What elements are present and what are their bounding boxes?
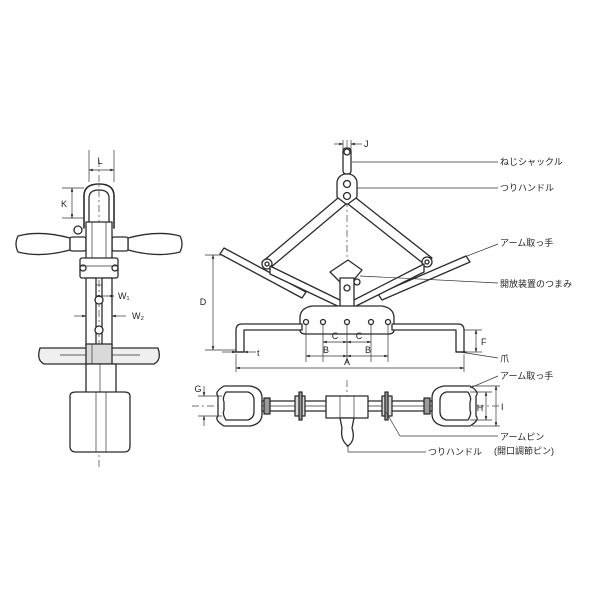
left-claw — [235, 323, 303, 353]
lifting-handle-ring — [336, 173, 358, 205]
dim-label-L: L — [97, 156, 102, 166]
label-tsuri-handle-top: つりハンドル — [500, 183, 554, 193]
dim-label-C-right: C — [356, 331, 363, 341]
dim-label-D: D — [200, 297, 207, 307]
left-arm-handle — [219, 247, 307, 299]
front-view: D t C C B B F A J — [200, 139, 499, 372]
dim-label-A: A — [344, 357, 350, 367]
left-top-handle — [216, 385, 263, 427]
shackle-loop — [83, 183, 115, 229]
top-view: G H I — [192, 375, 504, 453]
release-knob — [329, 259, 363, 283]
callout-labels: ねじシャックル つりハンドル アーム取っ手 開放装置のつまみ 爪 アーム取っ手 … — [428, 157, 572, 457]
dim-label-G: G — [194, 384, 201, 394]
left-grip-handle — [15, 232, 71, 256]
dim-label-K: K — [61, 199, 67, 209]
label-arm-handle-bottom: アーム取っ手 — [500, 370, 553, 381]
label-tsuri-handle-bottom: つりハンドル — [428, 447, 482, 457]
dim-label-I: I — [501, 402, 504, 412]
right-claw — [391, 323, 465, 353]
dim-label-F: F — [481, 337, 487, 347]
dim-label-J: J — [364, 139, 369, 149]
dim-label-t: t — [257, 348, 260, 358]
dim-label-B-left: B — [323, 345, 329, 355]
label-kaiho-knob: 開放装置のつまみ — [500, 278, 572, 289]
label-tsume: 爪 — [500, 354, 509, 364]
label-neji-shackle: ねじシャックル — [500, 157, 563, 167]
jaw-block — [69, 391, 131, 453]
label-arm-pin: アームピン — [500, 432, 544, 442]
dim-label-W2: W₂ — [132, 311, 144, 321]
dim-label-B-right: B — [365, 345, 371, 355]
label-arm-pin-note: (開口調節ピン) — [494, 445, 554, 456]
right-arm-handle — [377, 255, 471, 301]
right-top-handle — [431, 385, 478, 427]
dim-label-H: H — [477, 403, 484, 413]
right-grip-handle — [127, 232, 183, 256]
dim-label-W1: W₁ — [118, 291, 130, 301]
side-view: L K W₁ W₂ — [15, 150, 183, 470]
top-lifting-wing — [339, 417, 355, 447]
top-center-body — [325, 395, 369, 419]
dim-label-C-left: C — [332, 331, 339, 341]
label-arm-handle-top: アーム取っ手 — [500, 237, 553, 248]
